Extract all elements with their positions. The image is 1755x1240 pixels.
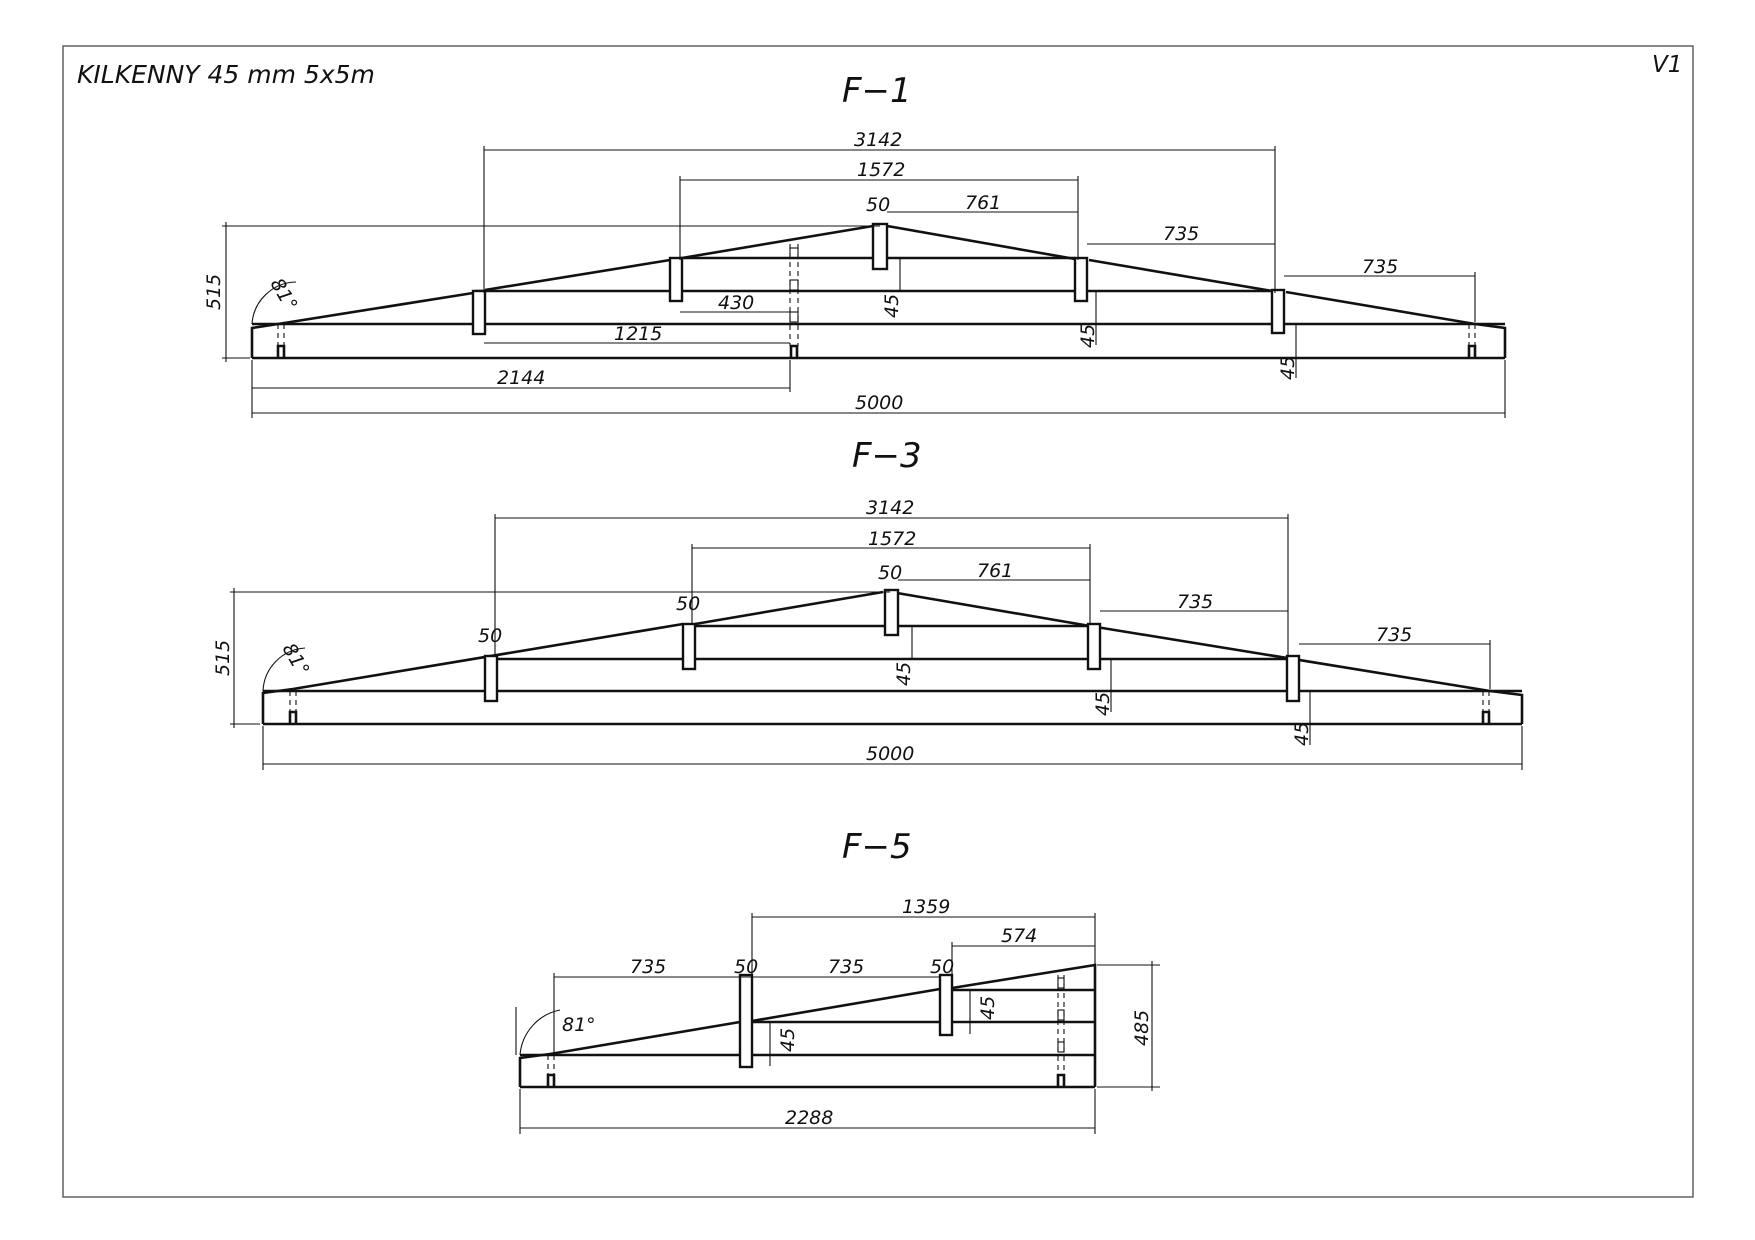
sheet-frame xyxy=(62,45,1694,1198)
f5-boards xyxy=(518,963,1097,1089)
f3-dim-735-a: 735 xyxy=(1177,591,1213,613)
f5-post-1 xyxy=(738,973,754,1069)
f5-post-2 xyxy=(938,973,954,1037)
f1-dim-45-a: 45 xyxy=(881,294,903,318)
f3-dim-45-c: 45 xyxy=(1291,722,1313,746)
f1-dim-1215: 1215 xyxy=(614,323,662,345)
f3-post-center xyxy=(883,588,900,637)
f1-dowel-1 xyxy=(789,247,799,259)
f3-dim-761: 761 xyxy=(977,560,1013,582)
drawing-label-f1: F−1 xyxy=(842,71,912,111)
f3-dim-5000: 5000 xyxy=(866,743,914,765)
f1-dim-5000: 5000 xyxy=(855,392,903,414)
f3-right-end xyxy=(1489,689,1524,724)
version-label: V1 xyxy=(1652,52,1682,78)
f3-post-2 xyxy=(681,622,697,671)
f5-dim-574: 574 xyxy=(1001,925,1037,947)
f3-post-1 xyxy=(483,654,499,703)
f3-dim-1572: 1572 xyxy=(868,528,916,550)
f1-dowel-3 xyxy=(789,311,799,323)
f5-dim-735-a: 735 xyxy=(630,956,666,978)
drawing-label-f5: F−5 xyxy=(842,827,912,867)
f3-dim-45-b: 45 xyxy=(1092,692,1114,716)
f1-dim-1572: 1572 xyxy=(857,159,905,181)
f1-right-end xyxy=(1474,322,1507,358)
f5-dim-485: 485 xyxy=(1131,1010,1153,1046)
f5-roof-1 xyxy=(549,1020,741,1056)
f1-angle-arc xyxy=(251,281,297,325)
f5-dimensions: 1359 574 735 50 735 50 81° 45 45 485 xyxy=(515,896,1160,1134)
f3-dim-3142: 3142 xyxy=(866,497,914,519)
f3-dimensions: 3142 1572 50 761 735 735 515 81° 50 50 xyxy=(212,497,1523,770)
f3-roof-right-1 xyxy=(896,591,1091,628)
drawing-f5: F−5 1359 xyxy=(515,827,1160,1134)
f1-roof-left-1 xyxy=(277,291,474,326)
f1-post-5 xyxy=(1270,288,1286,335)
f1-dowel-2 xyxy=(789,279,799,291)
f5-dim-50-a: 50 xyxy=(734,956,758,978)
f1-dim-45-c: 45 xyxy=(1277,356,1299,380)
f3-dim-50-left-2: 50 xyxy=(676,593,700,615)
f1-dim-45-b: 45 xyxy=(1077,324,1099,348)
f1-roof-right-3 xyxy=(1285,290,1476,326)
f3-dim-45-a: 45 xyxy=(893,662,915,686)
f3-dim-50-left-1: 50 xyxy=(478,625,502,647)
f1-roof-left-2 xyxy=(484,258,671,292)
f1-notch-right xyxy=(1467,344,1477,358)
f5-dim-45-b: 45 xyxy=(977,996,999,1020)
f3-notch-left xyxy=(288,710,298,724)
f3-dim-50-center: 50 xyxy=(878,562,902,584)
f1-post-2 xyxy=(668,256,684,303)
drawing-label-f3: F−3 xyxy=(852,436,922,476)
f5-dim-45-a: 45 xyxy=(777,1028,799,1052)
f1-post-center xyxy=(871,222,889,271)
f1-post-1 xyxy=(471,289,487,336)
f3-dim-515: 515 xyxy=(212,640,234,676)
f3-notch-right xyxy=(1481,710,1491,724)
f1-dim-735-b: 735 xyxy=(1362,256,1398,278)
f1-notch-left xyxy=(276,344,286,358)
f5-notch-right xyxy=(1056,1073,1066,1087)
f1-dim-761: 761 xyxy=(965,192,1001,214)
f3-angle-arc xyxy=(262,647,306,692)
f3-roof-left-top xyxy=(694,590,884,626)
f5-dim-50-b: 50 xyxy=(930,956,954,978)
f3-post-5 xyxy=(1285,654,1301,703)
f3-dim-735-b: 735 xyxy=(1376,624,1412,646)
f3-boards xyxy=(261,588,1524,726)
f5-angle-arc xyxy=(519,1009,561,1056)
f1-left-end xyxy=(250,322,279,358)
f5-dim-2288: 2288 xyxy=(785,1107,833,1129)
f5-angle: 81° xyxy=(562,1014,596,1036)
f5-dim-735-b: 735 xyxy=(828,956,864,978)
f3-post-4 xyxy=(1086,622,1102,671)
f1-dim-3142: 3142 xyxy=(854,129,902,151)
f5-dowel-1 xyxy=(1057,977,1065,989)
f5-dowel-3 xyxy=(1057,1041,1065,1053)
drawing-f3: F−3 3142 xyxy=(212,436,1524,770)
f1-notch-center xyxy=(789,344,799,358)
f1-roof-right-2 xyxy=(1088,258,1273,293)
f1-post-4 xyxy=(1073,256,1089,303)
f1-dim-2144: 2144 xyxy=(497,367,545,389)
f1-dim-735-a: 735 xyxy=(1163,223,1199,245)
f1-dim-515: 515 xyxy=(203,274,225,310)
f5-notch-left xyxy=(546,1073,556,1087)
f5-dowel-2 xyxy=(1057,1009,1065,1021)
f1-dim-50: 50 xyxy=(866,194,890,216)
f1-roof-left-3 xyxy=(681,224,874,260)
f5-roof-2 xyxy=(751,987,941,1023)
f1-dim-430: 430 xyxy=(718,292,754,314)
f1-roof-right-1 xyxy=(886,224,1076,261)
f5-dim-1359: 1359 xyxy=(902,896,950,918)
sheet-title: KILKENNY 45 mm 5x5m xyxy=(77,60,375,89)
